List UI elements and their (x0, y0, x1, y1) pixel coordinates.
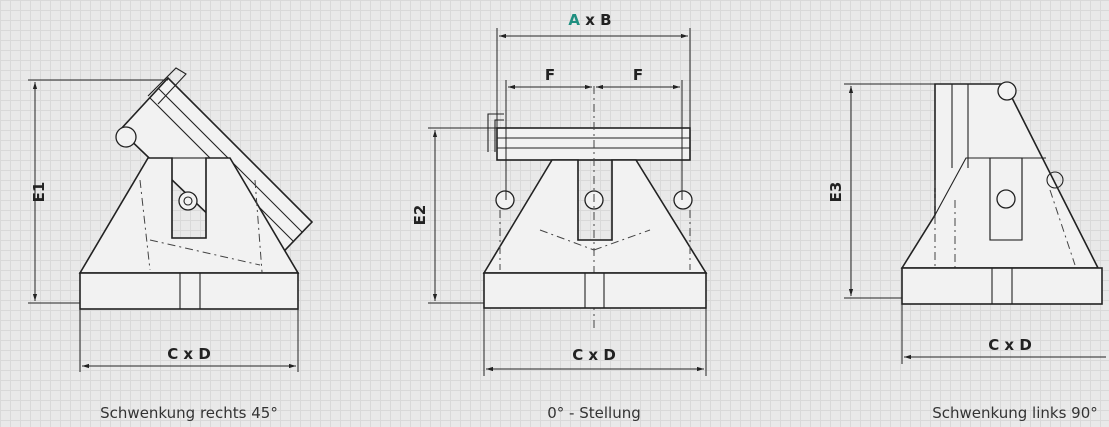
label-f-left: F (545, 66, 555, 84)
base-plate (79, 272, 299, 310)
label-cxd: C x D (988, 336, 1032, 354)
label-xb: x B (580, 11, 612, 29)
hidden-line (139, 179, 151, 271)
hidden-pivot (1046, 171, 1064, 189)
hidden-line (593, 229, 651, 251)
caption-swivel-left: Schwenkung links 90° (932, 404, 1098, 422)
center-bolt (178, 191, 198, 211)
base-plate (483, 272, 707, 309)
view-swivel-left-90: E3 C x D Schwenkung links 90° (827, 81, 1106, 422)
left-pivot-hole (495, 190, 515, 210)
center-slot (171, 157, 207, 239)
hidden-line (1049, 189, 1076, 266)
hidden-line (149, 239, 261, 266)
label-e1: E1 (30, 182, 48, 203)
stop-bracket (147, 67, 187, 105)
label-cxd: C x D (572, 346, 616, 364)
label-e2: E2 (411, 205, 429, 226)
caption-zero-position: 0° - Stellung (547, 404, 641, 422)
label-cxd: C x D (167, 345, 211, 363)
stop-bracket-inner (494, 119, 504, 152)
label-e3: E3 (827, 182, 845, 203)
center-slot (577, 159, 613, 241)
view-zero-position: A x B F F E2 C x D 0° - Stellung (411, 11, 708, 422)
label-a: A (568, 11, 580, 29)
center-slot (989, 157, 1023, 241)
stop-bracket (487, 113, 504, 152)
label-f-right: F (633, 66, 643, 84)
pivot-hole (997, 81, 1017, 101)
caption-swivel-right: Schwenkung rechts 45° (100, 404, 278, 422)
body-trapezoid (482, 159, 708, 274)
right-pivot-hole (673, 190, 693, 210)
pivot-hole (115, 126, 137, 148)
hidden-line (254, 179, 263, 273)
label-axb: A x B (568, 11, 611, 29)
center-bolt (996, 189, 1016, 209)
center-bolt-inner (183, 196, 193, 206)
view-swivel-right-45: E1 C x D Schwenkung rechts 45° (28, 67, 314, 422)
base-plate (901, 267, 1103, 305)
